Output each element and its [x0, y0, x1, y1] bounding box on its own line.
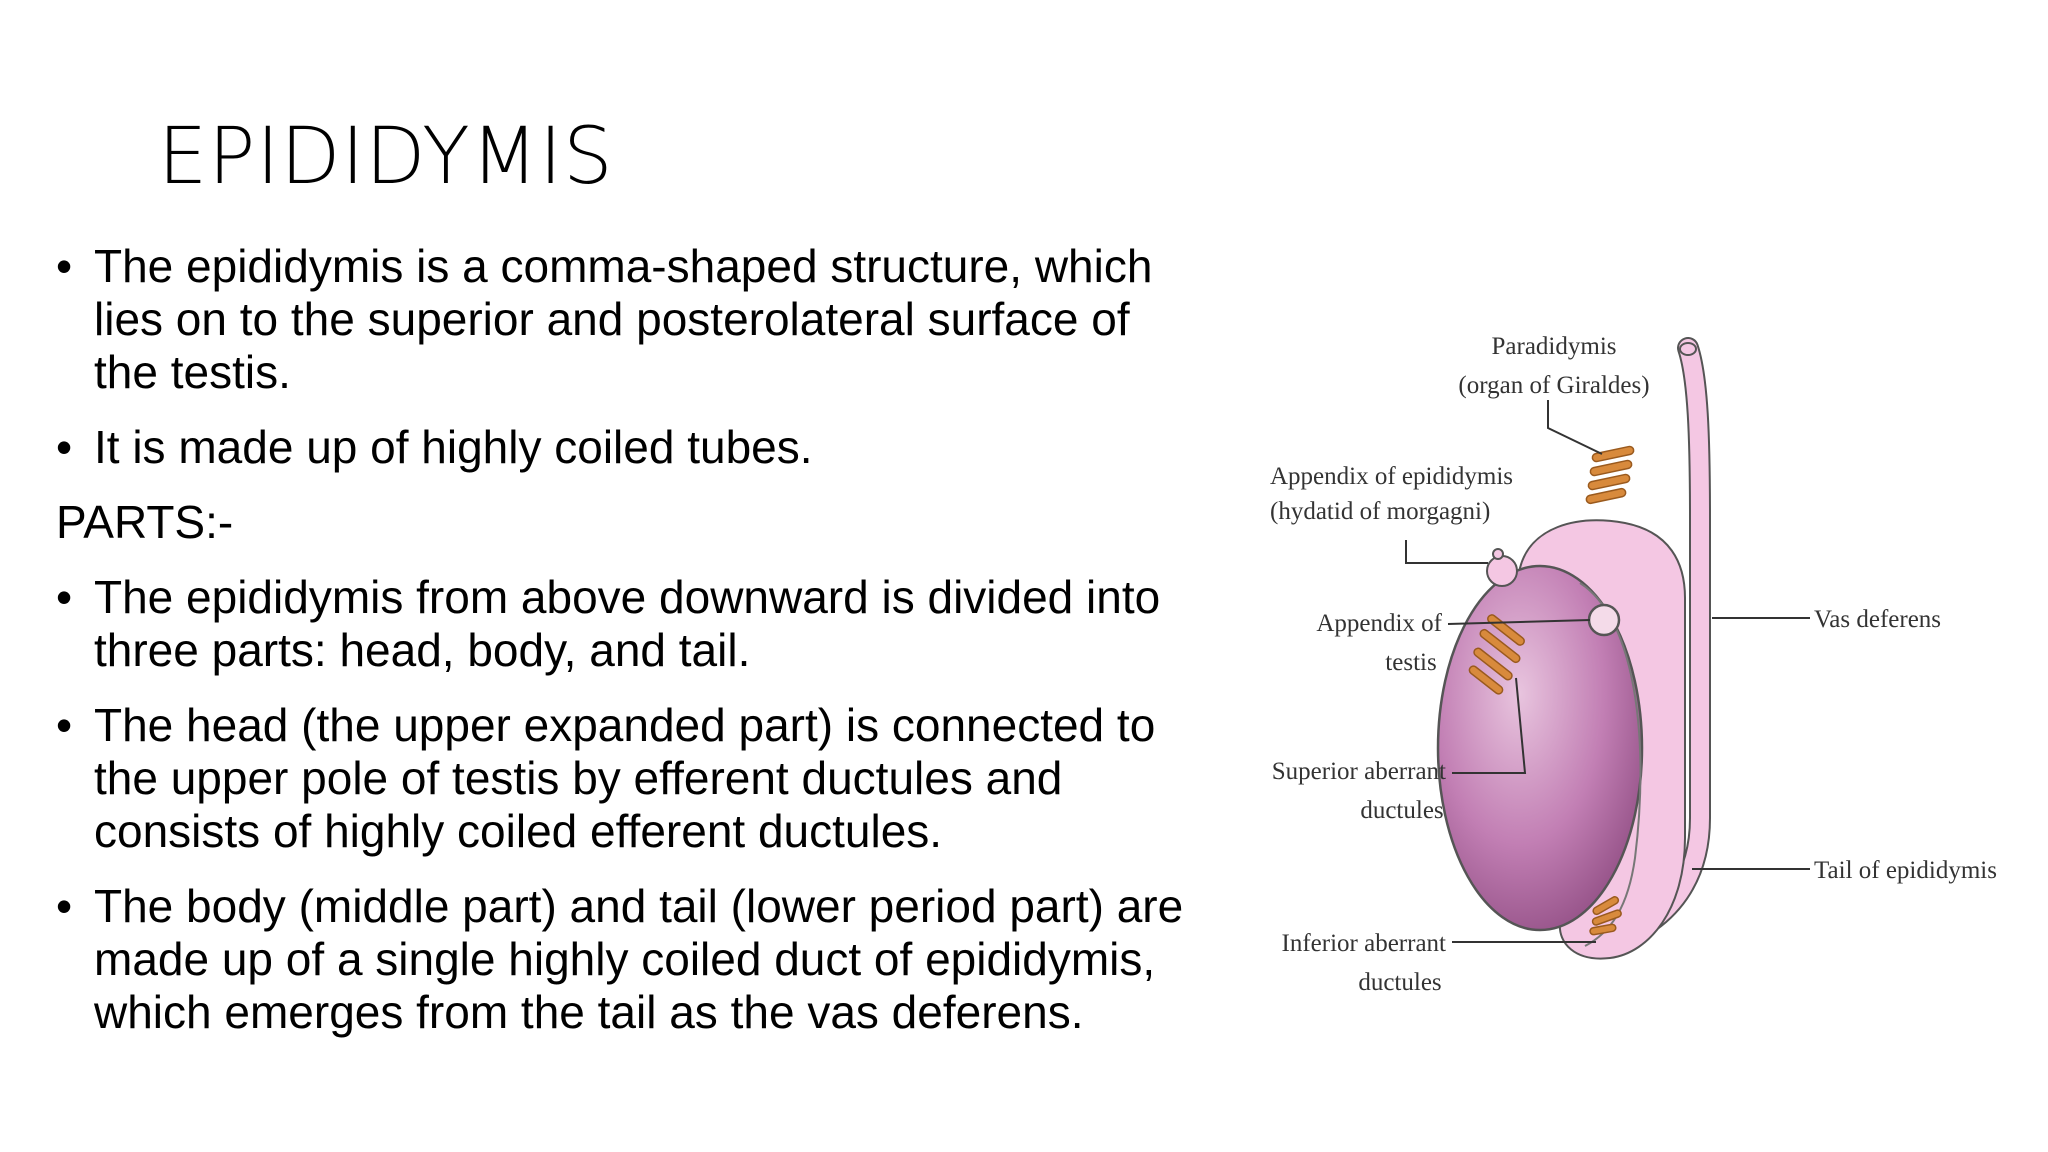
epididymis-diagram-svg: Paradidymis (organ of Giraldes) Appendix…: [1270, 333, 1997, 996]
label-inferior-aberrant-sub: ductules: [1358, 969, 1441, 996]
bullet-text: The head (the upper expanded part) is co…: [94, 699, 1156, 857]
label-appendix-of-testis-sub: testis: [1385, 649, 1436, 676]
appendix-of-epididymis-shape: [1486, 555, 1518, 587]
parts-heading: PARTS:-: [56, 496, 234, 548]
appendix-of-epididymis-knob: [1492, 548, 1504, 560]
bullet-item: • It is made up of highly coiled tubes.: [56, 421, 1206, 474]
bullet-item: • The body (middle part) and tail (lower…: [56, 880, 1206, 1039]
label-appendix-of-testis: Appendix of: [1316, 610, 1442, 637]
bullet-dot: •: [56, 880, 73, 932]
label-paradidymis-sub: (organ of Giraldes): [1458, 372, 1649, 399]
leader-lines: [1405, 400, 1810, 943]
slide-title: EPIDIDYMIS: [158, 112, 614, 202]
paradidymis-coils: [1585, 445, 1635, 505]
epididymis-diagram: Paradidymis (organ of Giraldes) Appendix…: [1230, 318, 2030, 1118]
bullet-text: It is made up of highly coiled tubes.: [94, 421, 813, 473]
bullet-text: The body (middle part) and tail (lower p…: [94, 880, 1184, 1038]
label-tail-of-epididymis: Tail of epididymis: [1814, 857, 1997, 884]
label-paradidymis: Paradidymis: [1492, 333, 1617, 360]
label-appendix-of-epididymis-sub: (hydatid of morgagni): [1270, 498, 1490, 525]
superior-aberrant-ductules: [1468, 614, 1525, 695]
label-appendix-of-epididymis: Appendix of epididymis: [1270, 463, 1513, 490]
bullet-dot: •: [56, 421, 73, 473]
inferior-aberrant-ductules: [1589, 896, 1622, 936]
bullet-dot: •: [56, 571, 73, 623]
label-vas-deferens: Vas deferens: [1814, 606, 1941, 633]
appendix-of-testis-shape: [1587, 603, 1621, 637]
bullet-item: • The epididymis is a comma-shaped struc…: [56, 240, 1206, 399]
label-superior-aberrant-sub: ductules: [1360, 797, 1443, 824]
bullet-dot: •: [56, 240, 73, 292]
bullet-dot: •: [56, 699, 73, 751]
bullet-text: The epididymis from above downward is di…: [94, 571, 1161, 676]
vas-deferens-opening: [1679, 342, 1697, 356]
slide-body: • The epididymis is a comma-shaped struc…: [56, 240, 1206, 1061]
bullet-item: • The epididymis from above downward is …: [56, 571, 1206, 677]
bullet-text: The epididymis is a comma-shaped structu…: [94, 240, 1153, 398]
bullet-item: • The head (the upper expanded part) is …: [56, 699, 1206, 858]
label-inferior-aberrant: Inferior aberrant: [1282, 930, 1447, 957]
label-superior-aberrant: Superior aberrant: [1272, 758, 1446, 785]
